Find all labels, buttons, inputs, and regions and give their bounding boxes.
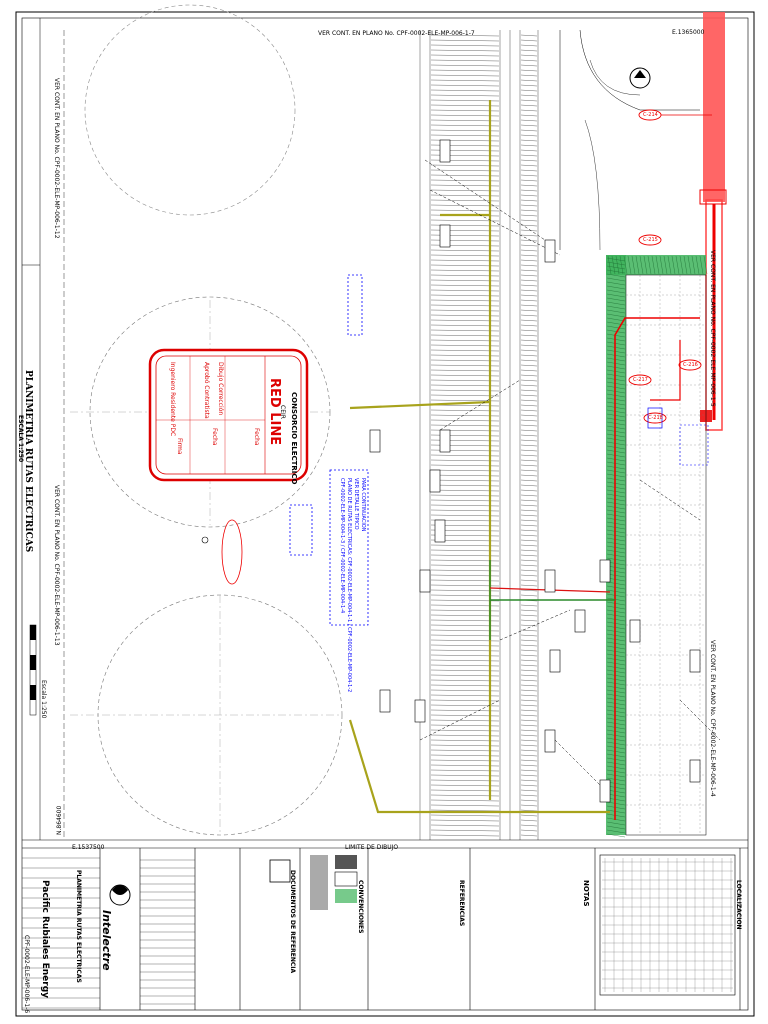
stamp-field-3: Ingeniero Residente PDC bbox=[169, 362, 176, 437]
blue-note-1: PARA CONTINUACION bbox=[360, 478, 366, 532]
left-ref-1: VER CONT. EN PLANO No. CPF-0002-ELE-MP-0… bbox=[53, 78, 60, 239]
right-ref-2: VER CONT. EN PLANO No. CPF-0002-ELE-MP-0… bbox=[709, 640, 716, 797]
drawing-title: PLANIMETRIA RUTAS ELECTRICAS bbox=[23, 370, 33, 553]
blue-note-4: CPF-0002-ELE-MP-004-1-3 / CPF-0002-ELE-M… bbox=[339, 478, 345, 614]
doc-number: CPF-0002-ELE-MP-006-1-6 bbox=[23, 935, 30, 1014]
location-title: LOCALIZACION bbox=[735, 880, 742, 930]
docs-title: DOCUMENTOS DE REFERENCIA bbox=[289, 870, 296, 974]
red-tag-1: C-214 bbox=[643, 112, 658, 118]
stamp-col-1: Fecha bbox=[253, 428, 260, 446]
stamp-field-2: Aprobó Contratista bbox=[203, 362, 210, 419]
drawing-scale: ESCALA 1:250 bbox=[17, 415, 24, 463]
coord-n-bottom: N.864600 bbox=[56, 805, 63, 835]
stamp-company: CONSORCIO ELECTRICO bbox=[290, 392, 298, 485]
client-name: Pacific Rubiales Energy bbox=[40, 880, 50, 999]
red-tag-2: C-215 bbox=[643, 237, 658, 243]
stamp-title: RED LINE bbox=[267, 378, 282, 446]
red-tag-4: C-217 bbox=[633, 377, 648, 383]
stamp-col-3: Firma bbox=[176, 438, 183, 455]
project-title: PLANIMETRIA RUTAS ELECTRICAS bbox=[75, 870, 82, 983]
coord-e-bottom: E.1537500 bbox=[72, 844, 105, 851]
blue-note-3: PLANO DE RUTAS ELECTRICAS: CPF-0002-ELE-… bbox=[346, 478, 352, 693]
blue-note-2: VER DETALLE TIPICO bbox=[353, 478, 359, 530]
red-tag-5: C-218 bbox=[648, 415, 663, 421]
limit-label: LIMITE DE DIBUJO bbox=[345, 844, 399, 851]
contractor-logo-text: Intelectre bbox=[100, 910, 113, 971]
stamp-col-2: Fecha bbox=[211, 428, 218, 446]
top-reference: VER CONT. EN PLANO No. CPF-0002-ELE-MP-0… bbox=[318, 30, 475, 37]
right-ref-1: VER CONT. EN PLANO No. CPF-0002-ELE-MP-0… bbox=[709, 250, 716, 407]
red-tag-3: C-216 bbox=[683, 362, 698, 368]
scale-label: Escala 1:250 bbox=[40, 680, 47, 719]
references-title: REFERENCIAS bbox=[458, 880, 465, 927]
stamp-field-1: Dibujo Corrección bbox=[217, 362, 224, 416]
coord-e-top: E.1365000 bbox=[672, 29, 705, 36]
notes-title: NOTAS bbox=[582, 880, 590, 907]
left-ref-2: VER CONT. EN PLANO No. CPF-0002-ELE-MP-0… bbox=[53, 485, 60, 646]
legend-title: CONVENCIONES bbox=[357, 880, 364, 934]
